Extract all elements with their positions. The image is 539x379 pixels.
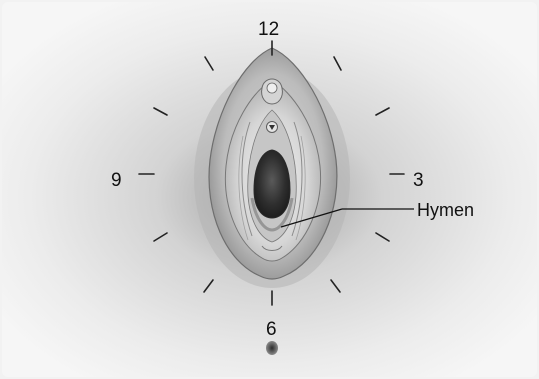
clock-label-12: 12 xyxy=(258,20,279,39)
clock-label-9: 9 xyxy=(111,171,122,190)
clitoris xyxy=(267,83,277,93)
clock-label-6: 6 xyxy=(266,320,277,339)
hymen-label: Hymen xyxy=(417,201,474,219)
anus xyxy=(266,341,278,355)
vaginal-opening xyxy=(254,150,290,218)
clock-label-3: 3 xyxy=(413,171,424,190)
